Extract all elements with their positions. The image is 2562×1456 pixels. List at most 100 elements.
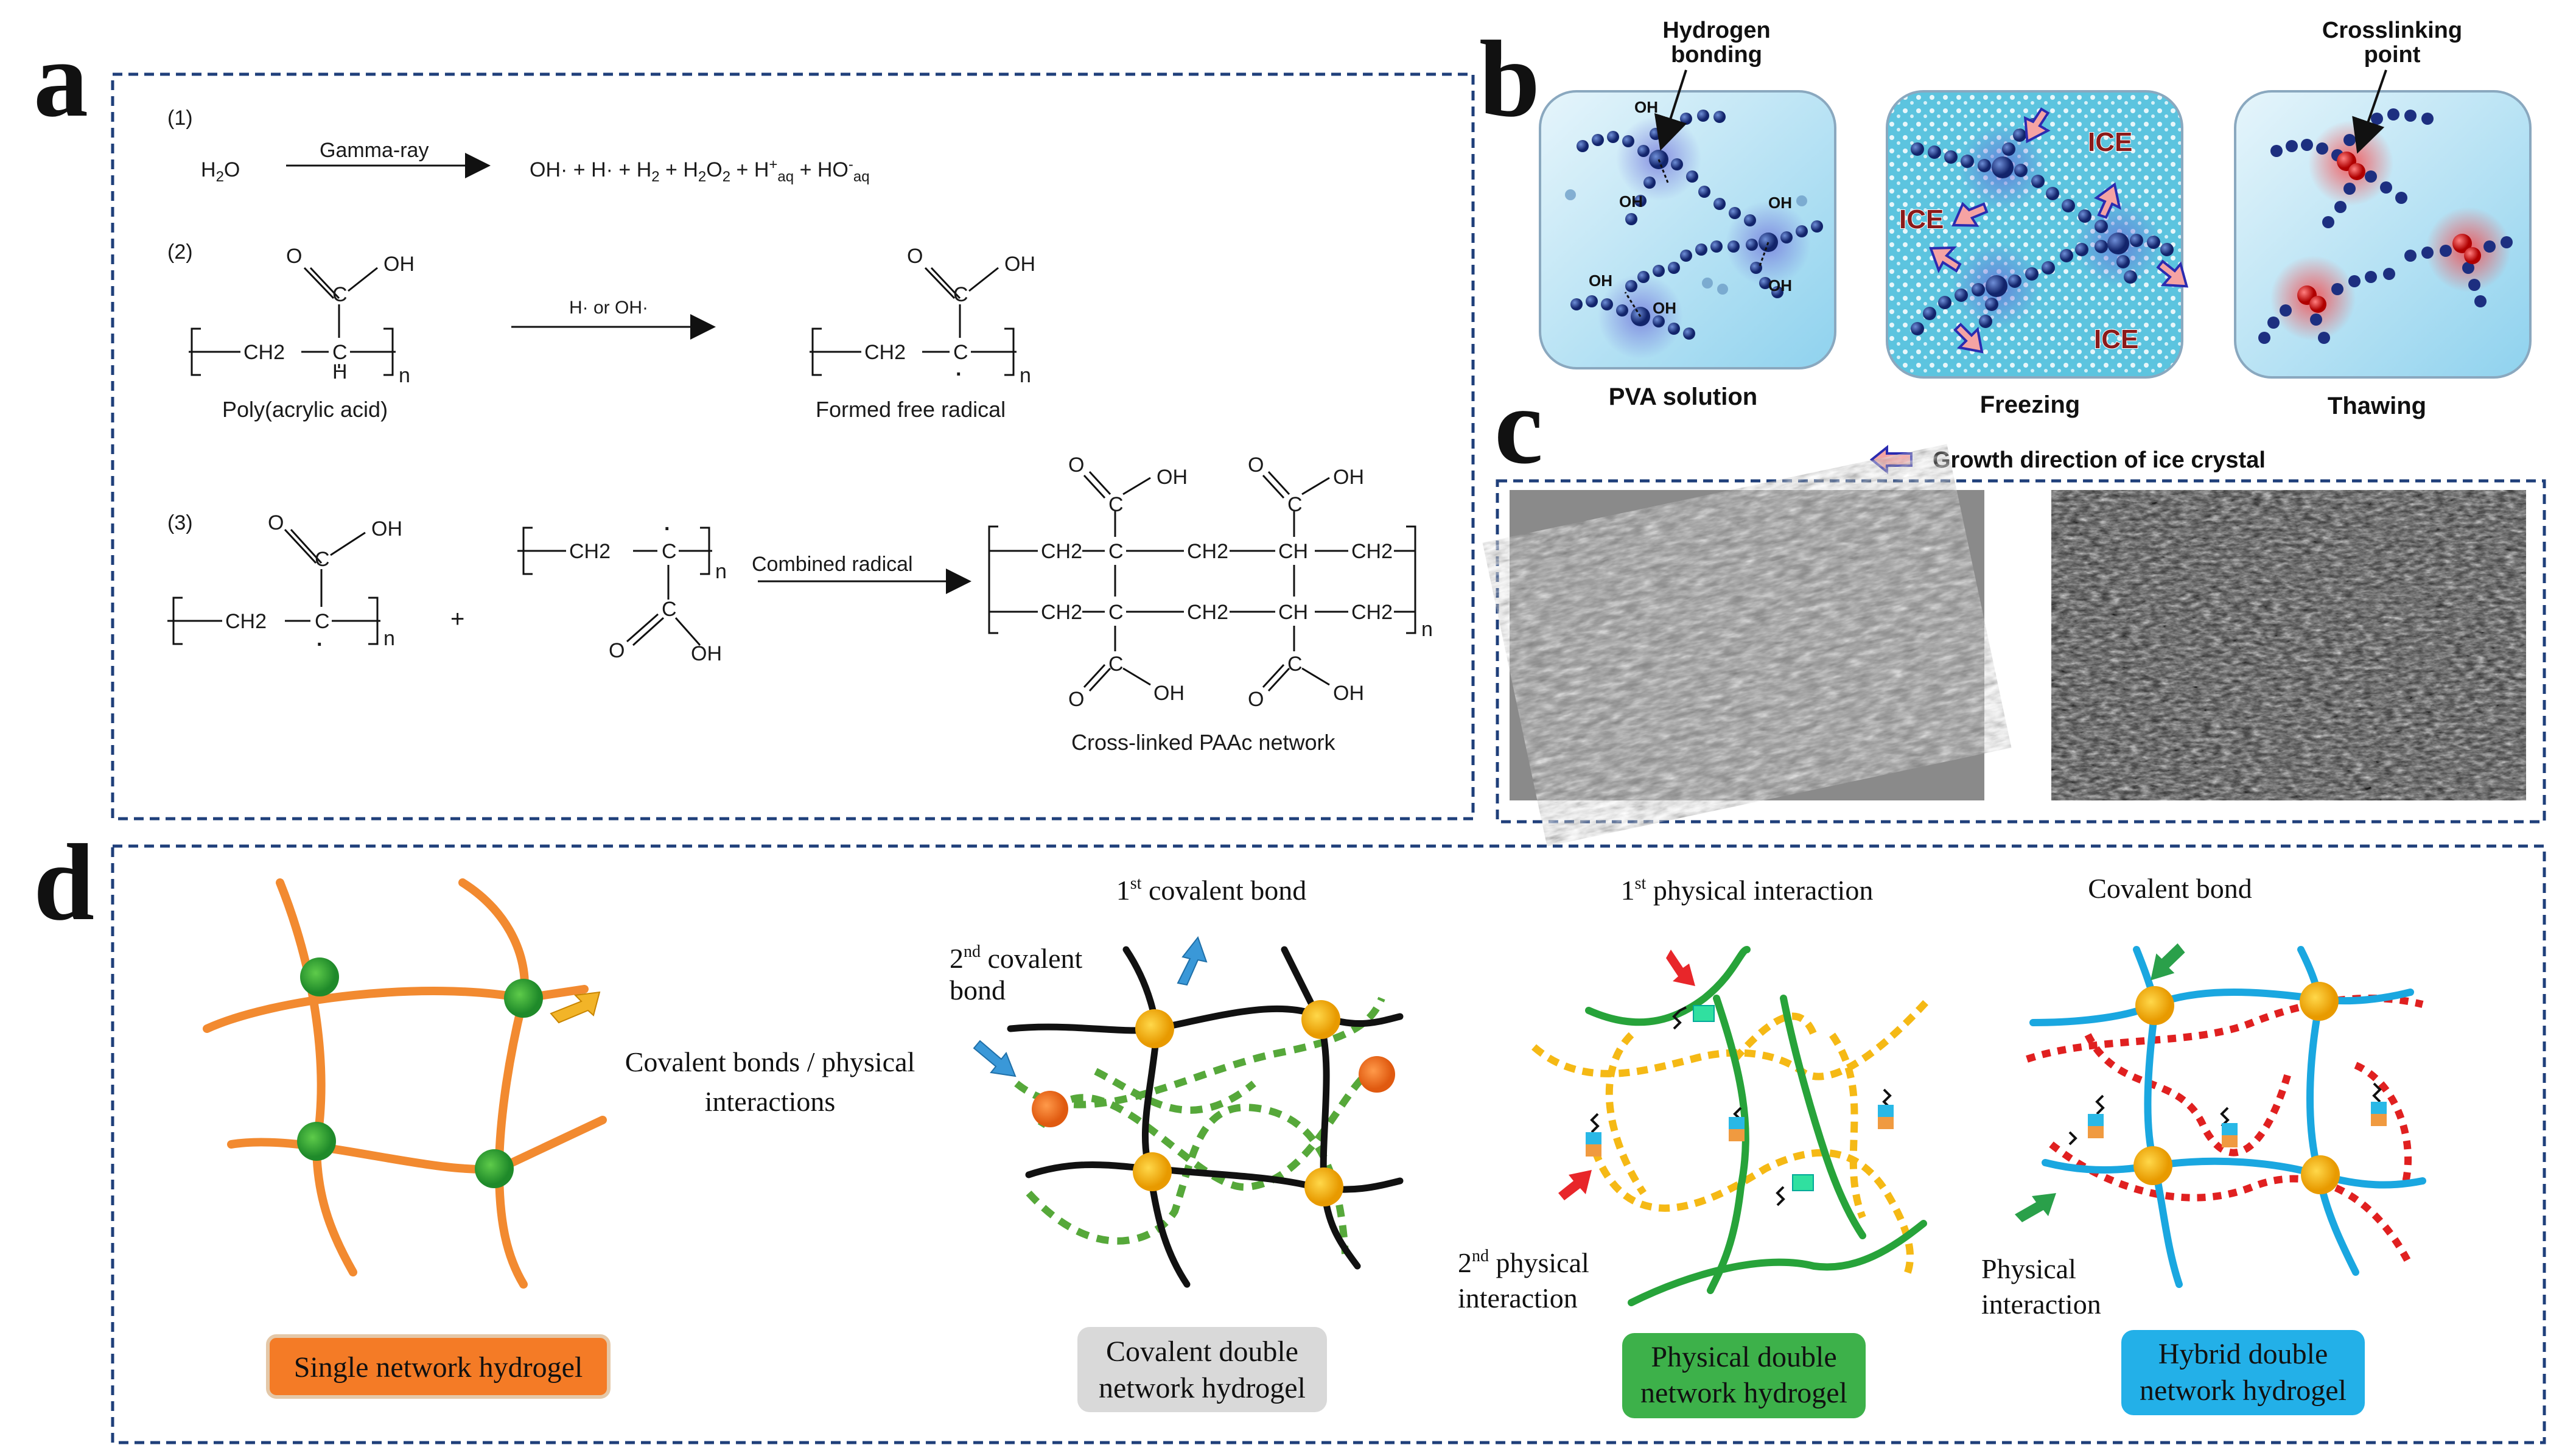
sem-image-right bbox=[2051, 490, 2526, 800]
radical-dot: · bbox=[956, 363, 962, 386]
paa-caption: Poly(acrylic acid) bbox=[222, 397, 388, 422]
covalent-bond-arrow bbox=[2151, 943, 2185, 981]
single-network-text: Single network hydrogel bbox=[294, 1351, 583, 1384]
freezing-box: ICE ICE ICE bbox=[1886, 90, 2189, 379]
panel-d-frame bbox=[111, 844, 2546, 1444]
ice-label-2: ICE bbox=[1899, 205, 1944, 234]
step-1-label: (1) bbox=[167, 107, 193, 130]
radical-reagent: H· or OH· bbox=[569, 298, 648, 318]
first-covalent-arrow bbox=[1177, 936, 1208, 986]
net-c-acid-4: C bbox=[1287, 653, 1303, 676]
paa-c-acid: C bbox=[332, 283, 348, 306]
net-o-4: O bbox=[1248, 688, 1264, 711]
second-physical-arrow bbox=[1558, 1170, 1592, 1200]
net-c-1: C bbox=[1108, 540, 1124, 563]
net-o-3: O bbox=[1068, 688, 1084, 711]
physical-double-network bbox=[1531, 946, 1933, 1306]
label-hybrid-double: Hybrid double network hydrogel bbox=[2121, 1330, 2365, 1415]
net-ch2-5: CH2 bbox=[1187, 601, 1228, 624]
radical-c: C bbox=[953, 341, 968, 364]
physical-interaction-label-1: Physical bbox=[1981, 1253, 2076, 1284]
thawing-caption: Thawing bbox=[2328, 393, 2426, 419]
net-ch2-1: CH2 bbox=[1041, 540, 1082, 563]
panel-label-c: c bbox=[1494, 365, 1543, 486]
crosslink-label-1: Crosslinking bbox=[2322, 18, 2462, 43]
net-o-1: O bbox=[1068, 453, 1084, 477]
net-ch2-4: CH2 bbox=[1041, 601, 1082, 624]
radical-a-oh: OH bbox=[371, 517, 402, 541]
combine-label: Combined radical bbox=[752, 553, 913, 576]
first-physical-arrow bbox=[1666, 950, 1695, 986]
pva-oh-6: OH bbox=[1653, 299, 1676, 317]
radical-a-n: n bbox=[383, 627, 395, 650]
pva-oh-4: OH bbox=[1768, 276, 1792, 295]
second-covalent-arrow bbox=[973, 1040, 1017, 1077]
single-pointer-arrow bbox=[550, 991, 601, 1024]
covalent-bond-label: Covalent bond bbox=[2088, 873, 2252, 904]
paa-ch2: CH2 bbox=[243, 341, 285, 364]
gamma-label: Gamma-ray bbox=[320, 139, 429, 162]
physical-interaction-arrow bbox=[2015, 1193, 2056, 1222]
frozen-chains bbox=[1911, 118, 2174, 335]
panel-a-frame bbox=[111, 72, 1475, 821]
second-covalent-label-1: 2nd covalent bbox=[950, 942, 1083, 974]
paa-oh: OH bbox=[383, 253, 415, 276]
first-physical-label: 1st physical interaction bbox=[1621, 874, 1874, 906]
hybrid-double-network bbox=[2015, 943, 2426, 1288]
plus-sign: + bbox=[450, 606, 464, 632]
hbond-label-2: bonding bbox=[1671, 42, 1762, 68]
net-c-acid-1: C bbox=[1108, 493, 1124, 516]
radical-b-dot: · bbox=[664, 517, 671, 541]
pva-oh-5: OH bbox=[1589, 271, 1612, 290]
net-oh-2: OH bbox=[1333, 466, 1364, 489]
net-n: n bbox=[1421, 618, 1433, 641]
physical-double-text-2: network hydrogel bbox=[1640, 1377, 1847, 1409]
covalent-physical-label-2: interactions bbox=[705, 1086, 836, 1117]
freezing-caption: Freezing bbox=[1980, 391, 2080, 418]
hybrid-double-text-1: Hybrid double bbox=[2158, 1338, 2328, 1370]
growth-direction-label: Growth direction of ice crystal bbox=[1933, 447, 2266, 473]
covalent-double-text-2: network hydrogel bbox=[1099, 1372, 1306, 1404]
second-covalent-label-2: bond bbox=[950, 975, 1006, 1006]
radical-oh: OH bbox=[1004, 253, 1035, 276]
covalent-physical-label-1: Covalent bonds / physical bbox=[625, 1046, 915, 1077]
radical-o: O bbox=[907, 245, 923, 268]
crosslink-pointer bbox=[2352, 69, 2387, 154]
radical-n: n bbox=[1020, 364, 1031, 387]
paa-c: C bbox=[332, 341, 348, 364]
hbond-label-1: Hydrogen bbox=[1662, 18, 1770, 43]
net-c-acid-2: C bbox=[1287, 493, 1303, 516]
single-network bbox=[203, 878, 607, 1289]
net-oh-3: OH bbox=[1153, 682, 1185, 705]
covalent-double-text-1: Covalent double bbox=[1106, 1335, 1298, 1368]
second-physical-label-2: interaction bbox=[1458, 1283, 1578, 1314]
net-ch2-6: CH2 bbox=[1351, 601, 1393, 624]
panel-a: (1) H2O Gamma-ray OH· + H· + H2 + H2O2 +… bbox=[111, 72, 1475, 821]
radical-b-ch2: CH2 bbox=[569, 540, 611, 563]
pva-solution-caption: PVA solution bbox=[1609, 383, 1757, 410]
sem-image-left bbox=[1482, 444, 2012, 847]
radical-b-n: n bbox=[715, 560, 727, 583]
thawed-chains bbox=[2258, 108, 2513, 344]
physical-interaction-label-2: interaction bbox=[1981, 1289, 2101, 1320]
step-2-label: (2) bbox=[167, 240, 193, 264]
net-ch2-2: CH2 bbox=[1187, 540, 1228, 563]
radiolysis-products: OH· + H· + H2 + H2O2 + H+aq + HO-aq bbox=[530, 156, 870, 185]
radical-a-structure bbox=[167, 528, 380, 645]
pva-oh-1: OH bbox=[1634, 98, 1658, 116]
radical-b-c: C bbox=[662, 540, 677, 563]
panel-label-b: b bbox=[1479, 18, 1540, 139]
water-formula: H2O bbox=[201, 158, 240, 185]
net-o-2: O bbox=[1248, 453, 1264, 477]
ice-growth-arrows bbox=[1929, 107, 2189, 354]
radical-ch2: CH2 bbox=[864, 341, 906, 364]
paa-n: n bbox=[399, 364, 410, 387]
radical-c-acid: C bbox=[953, 283, 968, 306]
pva-chains bbox=[1570, 110, 1823, 340]
panel-b: OH OH OH OH OH OH Hydrogen bonding PVA s… bbox=[1539, 18, 2532, 419]
network-caption: Cross-linked PAAc network bbox=[1071, 730, 1335, 755]
net-oh-4: OH bbox=[1333, 682, 1364, 705]
paa-structure bbox=[189, 267, 396, 376]
radical-a-dot: · bbox=[317, 633, 323, 656]
